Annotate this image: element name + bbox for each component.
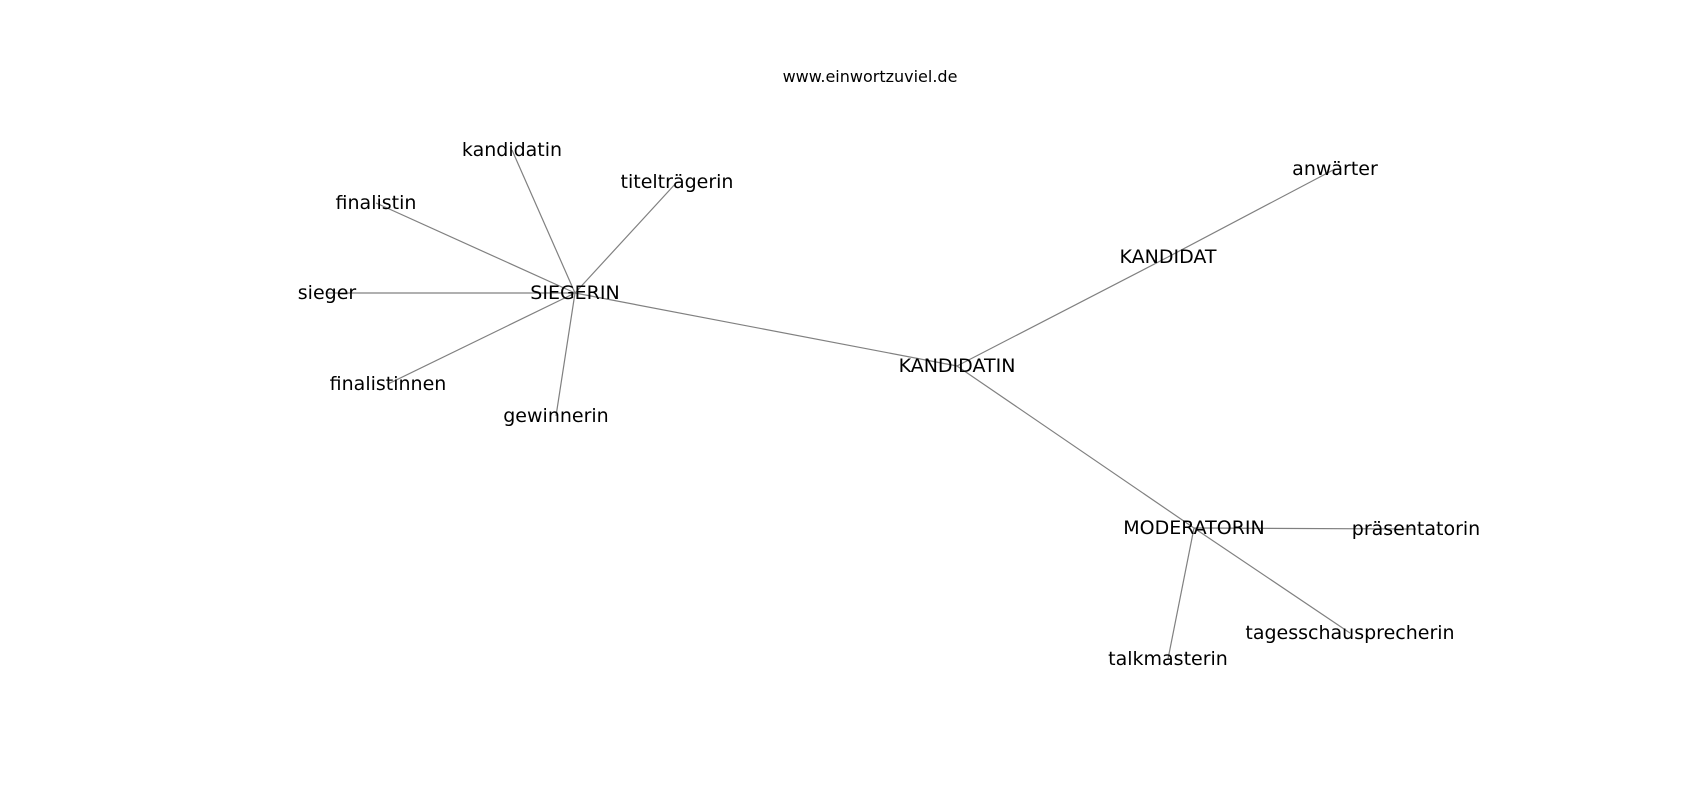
- node-kandidat: KANDIDAT: [1120, 246, 1217, 268]
- node-moderatorin: MODERATORIN: [1123, 517, 1265, 539]
- node-siegerin: SIEGERIN: [530, 282, 619, 304]
- edge-siegerin-gewinnerin: [555, 292, 576, 417]
- edge-siegerin-kandidatin: [511, 149, 576, 294]
- node-layer: SIEGERIN kandidatin titelträgerin finalisti…: [298, 139, 1480, 670]
- node-finalistin: finalistin: [336, 192, 417, 214]
- node-tagesschausprecherin: tagesschausprecherin: [1245, 622, 1454, 644]
- edge-kandidatin-moderatorin: [956, 365, 1195, 529]
- edge-kandidatin-kandidat: [956, 256, 1169, 367]
- edge-siegerin-finalistin: [375, 202, 576, 294]
- node-kandidatin: kandidatin: [462, 139, 562, 161]
- edge-moderatorin-talkmasterin: [1167, 527, 1195, 660]
- edge-siegerin-finalistinnen: [387, 292, 576, 385]
- edge-moderatorin-praesentatorin: [1193, 527, 1417, 530]
- node-titeltraegerin: titelträgerin: [621, 171, 734, 193]
- node-praesentatorin: präsentatorin: [1352, 518, 1480, 540]
- node-anwaerter: anwärter: [1292, 158, 1378, 180]
- edge-siegerin-titeltraegerin: [574, 181, 678, 294]
- node-finalistinnen: finalistinnen: [330, 373, 447, 395]
- node-sieger: sieger: [298, 282, 357, 304]
- site-url-label: www.einwortzuviel.de: [783, 67, 958, 86]
- edge-layer: [327, 149, 1417, 660]
- node-kandidatin: KANDIDATIN: [899, 355, 1016, 377]
- edge-siegerin-kandidatin: [574, 292, 958, 367]
- edge-moderatorin-tagesschausprecherin: [1193, 527, 1351, 634]
- edge-kandidat-anwaerter: [1167, 168, 1336, 258]
- node-gewinnerin: gewinnerin: [503, 405, 608, 427]
- node-talkmasterin: talkmasterin: [1108, 648, 1228, 670]
